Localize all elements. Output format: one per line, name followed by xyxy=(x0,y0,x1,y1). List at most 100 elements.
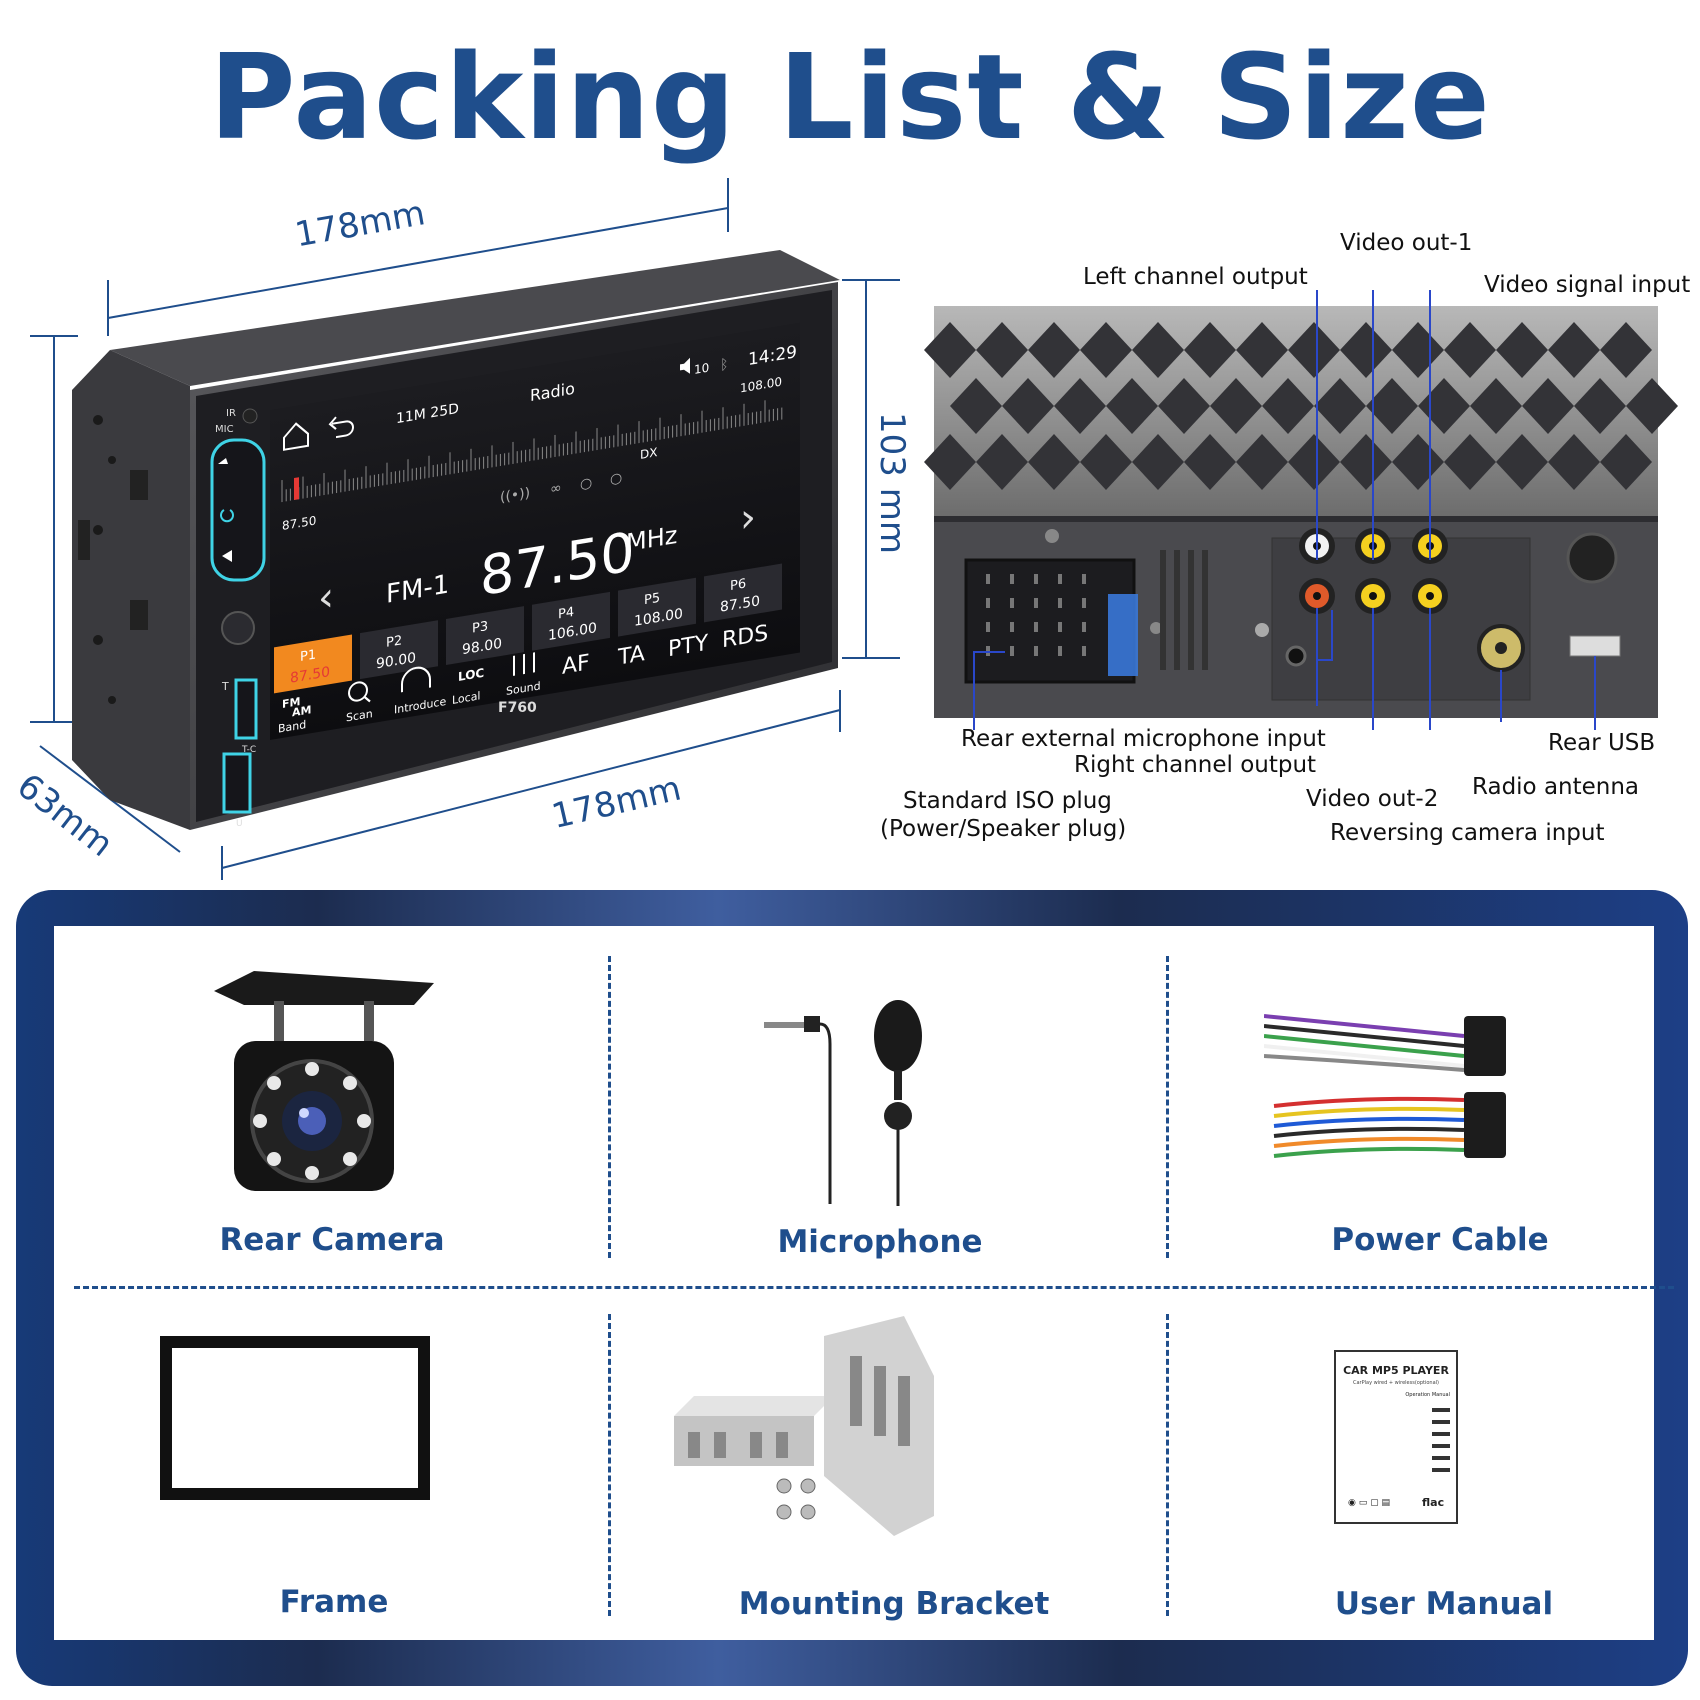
iso-pin xyxy=(1058,598,1062,608)
vent-fin xyxy=(1158,378,1210,434)
rca-connector[interactable] xyxy=(1355,578,1391,614)
iso-pin xyxy=(986,622,990,632)
tuning-needle[interactable] xyxy=(294,477,299,501)
headphones-icon xyxy=(401,666,431,693)
bottom-button-scan[interactable]: Scan xyxy=(346,707,373,724)
frequency-scale[interactable] xyxy=(281,398,783,503)
preset-bg xyxy=(532,591,610,651)
item-label-mounting-bracket: Mounting Bracket xyxy=(738,1586,1050,1622)
vent-fin xyxy=(976,434,1028,490)
vent-fin xyxy=(1288,322,1340,378)
preset-name: P5 xyxy=(644,591,660,609)
page-title: Packing List & Size xyxy=(209,28,1491,166)
packing-list-panel: CAR MP5 PLAYER CarPlay wired + wireless(… xyxy=(54,926,1674,1640)
dim-height-right: 103 mm xyxy=(872,412,912,554)
vent-fin xyxy=(1600,322,1652,378)
front-control-strip xyxy=(210,408,266,814)
preset-name: P4 xyxy=(558,605,574,623)
vent-fin xyxy=(1548,434,1600,490)
iso-pin xyxy=(1034,574,1038,584)
vent-fin xyxy=(1054,378,1106,434)
vent-fin xyxy=(1184,322,1236,378)
usb-port[interactable] xyxy=(1569,635,1621,657)
ir-label: IR xyxy=(226,408,236,419)
band-icon-am: AM xyxy=(292,703,311,719)
bluetooth-icon: ᛒ xyxy=(720,356,728,373)
rca-connector[interactable] xyxy=(1412,578,1448,614)
tc-label: T-C xyxy=(241,745,256,755)
item-label-power-cable: Power Cable xyxy=(1331,1222,1549,1258)
mic-jack[interactable] xyxy=(1285,645,1307,667)
divider xyxy=(1166,1314,1169,1616)
next-icon[interactable]: › xyxy=(740,494,756,542)
label-rear-mic: Rear external microphone input xyxy=(961,726,1326,752)
vent-fin xyxy=(1080,434,1132,490)
iso-pin xyxy=(1082,598,1086,608)
vent-fin xyxy=(1444,434,1496,490)
preset-freq: 98.00 xyxy=(462,636,502,659)
preset-freq: 90.00 xyxy=(376,650,416,673)
vent-fin xyxy=(1028,434,1080,490)
preset-name: P3 xyxy=(472,619,488,637)
function-af[interactable]: AF xyxy=(562,649,590,679)
scan-icon xyxy=(348,681,371,703)
home-icon[interactable] xyxy=(283,422,309,451)
manual-icons: ◉ ▭ ▢ ▤ xyxy=(1348,1498,1390,1508)
vent-fin xyxy=(1080,322,1132,378)
iso-pin xyxy=(1034,646,1038,656)
stereo-icon: ∞ xyxy=(550,480,562,498)
prev-icon[interactable]: ‹ xyxy=(318,574,334,622)
vent-fin xyxy=(1470,378,1522,434)
label-right-channel: Right channel output xyxy=(1074,752,1317,778)
divider xyxy=(608,956,611,1258)
vent-fin xyxy=(1626,378,1678,434)
search-icon: ○ xyxy=(580,475,592,493)
vent-fin xyxy=(1574,378,1626,434)
iso-pin xyxy=(1058,646,1062,656)
bottom-button-local[interactable]: Local xyxy=(452,689,480,707)
preset-bg xyxy=(274,634,352,694)
local-icon: LOC xyxy=(458,666,484,684)
label-video-out-2: Video out-2 xyxy=(1306,786,1439,812)
preset-name: P2 xyxy=(386,633,402,651)
fuse xyxy=(1108,594,1138,676)
preset-bg xyxy=(704,563,782,623)
rca-connector[interactable] xyxy=(1299,578,1335,614)
label-iso-plug: Standard ISO plug xyxy=(903,788,1112,814)
radio-screen: 11M 25D Radio 10 ᛒ 14:29 108.00 87.50 DX… xyxy=(270,322,800,740)
bottom-button-sound[interactable]: Sound xyxy=(506,679,541,698)
iso-pin xyxy=(1010,646,1014,656)
model-label: F760 xyxy=(498,700,537,716)
divider xyxy=(1166,956,1169,1258)
iso-pin xyxy=(1082,646,1086,656)
iso-pin xyxy=(1034,622,1038,632)
divider xyxy=(608,1314,611,1616)
preset-name: P1 xyxy=(300,647,316,665)
vent-fin xyxy=(1262,378,1314,434)
function-ta[interactable]: TA xyxy=(617,640,645,670)
manual-flac: flac xyxy=(1422,1496,1445,1509)
mic-label: MIC xyxy=(215,424,234,435)
back-icon[interactable] xyxy=(328,414,354,439)
label-left-channel: Left channel output xyxy=(1083,264,1308,290)
iso-pin xyxy=(1082,574,1086,584)
sound-icon xyxy=(513,652,535,676)
vent-fin xyxy=(1210,378,1262,434)
preset-name: P6 xyxy=(730,577,746,595)
band-icon: FM AM xyxy=(282,695,311,719)
u-label: U xyxy=(236,819,243,829)
preset-bg xyxy=(360,620,438,680)
vent-fin xyxy=(1002,378,1054,434)
search-icon-2: ○ xyxy=(610,470,622,488)
gps-port[interactable] xyxy=(1566,532,1618,584)
manual-tabs xyxy=(1432,1408,1450,1478)
bottom-button-band[interactable]: Band xyxy=(278,718,306,736)
divider xyxy=(74,1286,1674,1289)
iso-pin xyxy=(1010,574,1014,584)
